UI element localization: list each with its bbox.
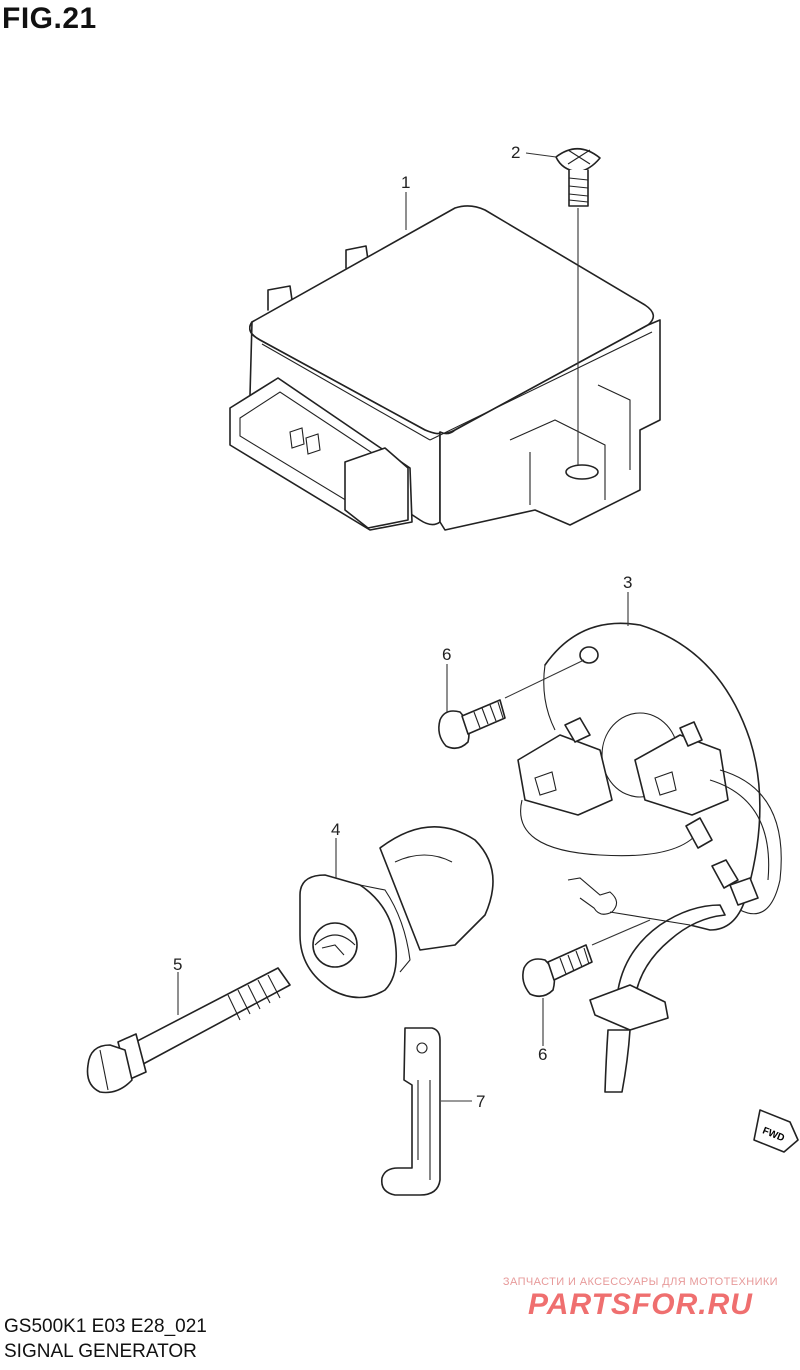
watermark-logo: PARTSFOR.RU bbox=[528, 1288, 753, 1321]
part-5-bolt[interactable] bbox=[86, 967, 291, 1094]
leader-part-2 bbox=[525, 152, 557, 158]
part-7-clamp[interactable] bbox=[380, 1027, 441, 1196]
model-code: GS500K1 E03 E28_021 bbox=[4, 1316, 207, 1337]
watermark-tagline: ЗАПЧАСТИ И АКСЕССУАРЫ ДЛЯ МОТОТЕХНИКИ bbox=[502, 1276, 778, 1288]
part-4-advancer[interactable] bbox=[299, 825, 494, 999]
callout-7: 7 bbox=[476, 1092, 485, 1111]
watermark: ЗАПЧАСТИ И АКСЕССУАРЫ ДЛЯ МОТОТЕХНИКИ PA… bbox=[503, 1276, 778, 1322]
callout-2: 2 bbox=[511, 143, 520, 162]
diagram-footer: GS500K1 E03 E28_021 SIGNAL GENERATOR bbox=[4, 1314, 207, 1364]
part-6-screw-upper[interactable] bbox=[438, 659, 585, 750]
part-3-signal-generator[interactable] bbox=[517, 622, 782, 1093]
callout-3: 3 bbox=[623, 573, 632, 592]
part-2-screw[interactable] bbox=[555, 147, 601, 465]
callout-5: 5 bbox=[173, 955, 182, 974]
section-name: SIGNAL GENERATOR bbox=[4, 1341, 197, 1362]
part-1-control-unit[interactable] bbox=[229, 205, 661, 531]
callout-4: 4 bbox=[331, 820, 340, 839]
figure-title: FIG.21 bbox=[2, 2, 97, 35]
callout-1: 1 bbox=[401, 173, 410, 192]
callout-6-upper: 6 bbox=[442, 645, 451, 664]
fwd-direction-marker: FWD bbox=[753, 1109, 799, 1153]
part-6-screw-lower[interactable] bbox=[522, 919, 651, 998]
callout-6-lower: 6 bbox=[538, 1045, 547, 1064]
